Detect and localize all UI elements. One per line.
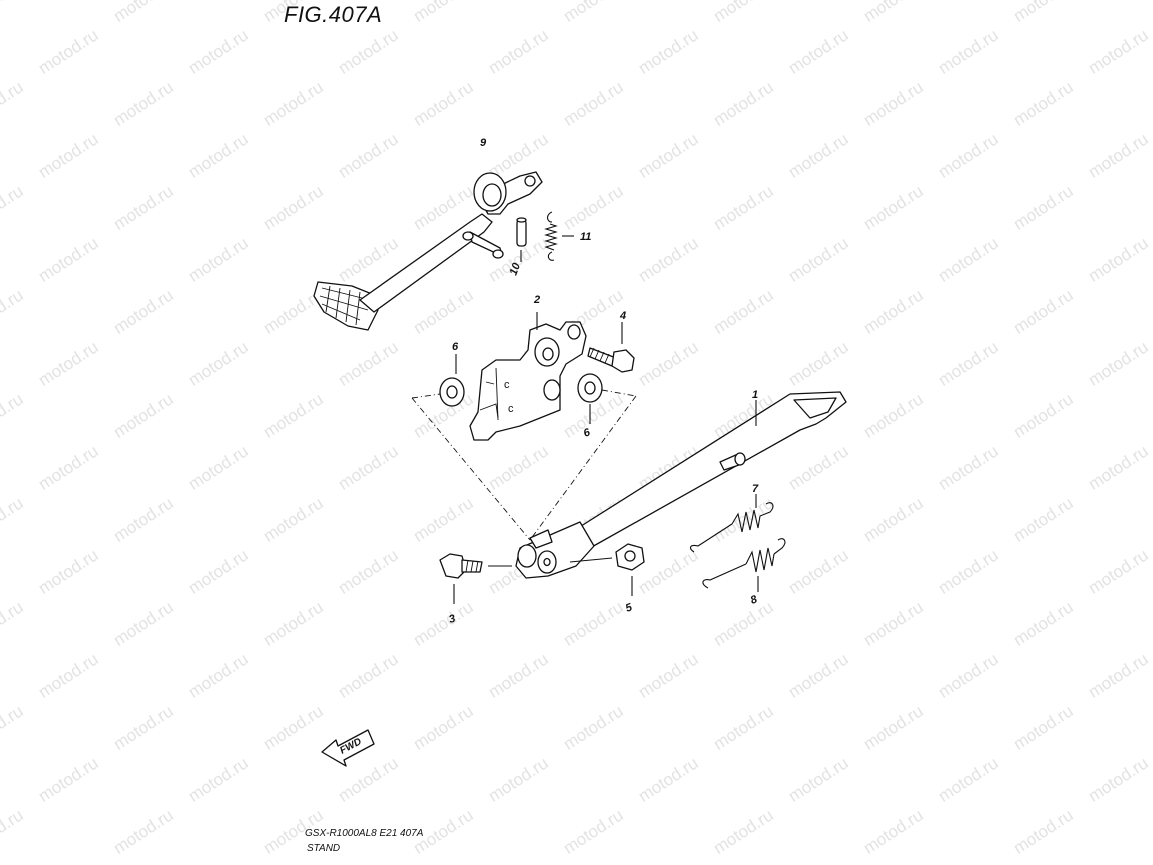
part-4-bolt: [587, 322, 635, 373]
svg-text:c: c: [504, 379, 510, 391]
part-2-stand-bracket: c c: [469, 312, 587, 441]
part-8-spring: [702, 538, 786, 592]
figure-title: FIG.407A: [284, 2, 383, 27]
part-6-washer-left: [439, 354, 465, 407]
svg-text:c: c: [508, 403, 514, 415]
part-1-side-stand: [515, 391, 847, 579]
part-5-nut: [569, 543, 645, 596]
callout-1: 1: [752, 389, 758, 401]
footer-section: STAND: [307, 843, 341, 854]
callout-8: 8: [749, 593, 760, 607]
callout-10: 10: [508, 261, 524, 277]
part-7-spring: [689, 494, 774, 553]
fwd-arrow-icon: [321, 729, 375, 767]
callout-6-right: 6: [582, 426, 593, 440]
callout-3: 3: [448, 613, 457, 626]
callout-7: 7: [752, 483, 759, 495]
callout-2: 2: [533, 294, 540, 306]
callout-6-left: 6: [452, 341, 459, 353]
callout-9: 9: [480, 137, 487, 149]
part-9-pedal-lever: [313, 171, 543, 331]
part-3-pivot-bolt: [439, 553, 512, 604]
callout-5: 5: [624, 601, 635, 615]
callout-4: 4: [619, 310, 626, 322]
footer-model-line: GSX-R1000AL8 E21 407A: [305, 828, 424, 839]
part-10-pin: [516, 217, 527, 262]
part-6-washer-right: [577, 373, 603, 424]
callout-labels: 1 2 3 4 5 6 6 7 8 9 10 11 FWD: [338, 137, 759, 757]
part-11-spring: [544, 211, 574, 261]
assembly-guide-lines: [411, 389, 637, 541]
callout-11: 11: [580, 231, 591, 243]
